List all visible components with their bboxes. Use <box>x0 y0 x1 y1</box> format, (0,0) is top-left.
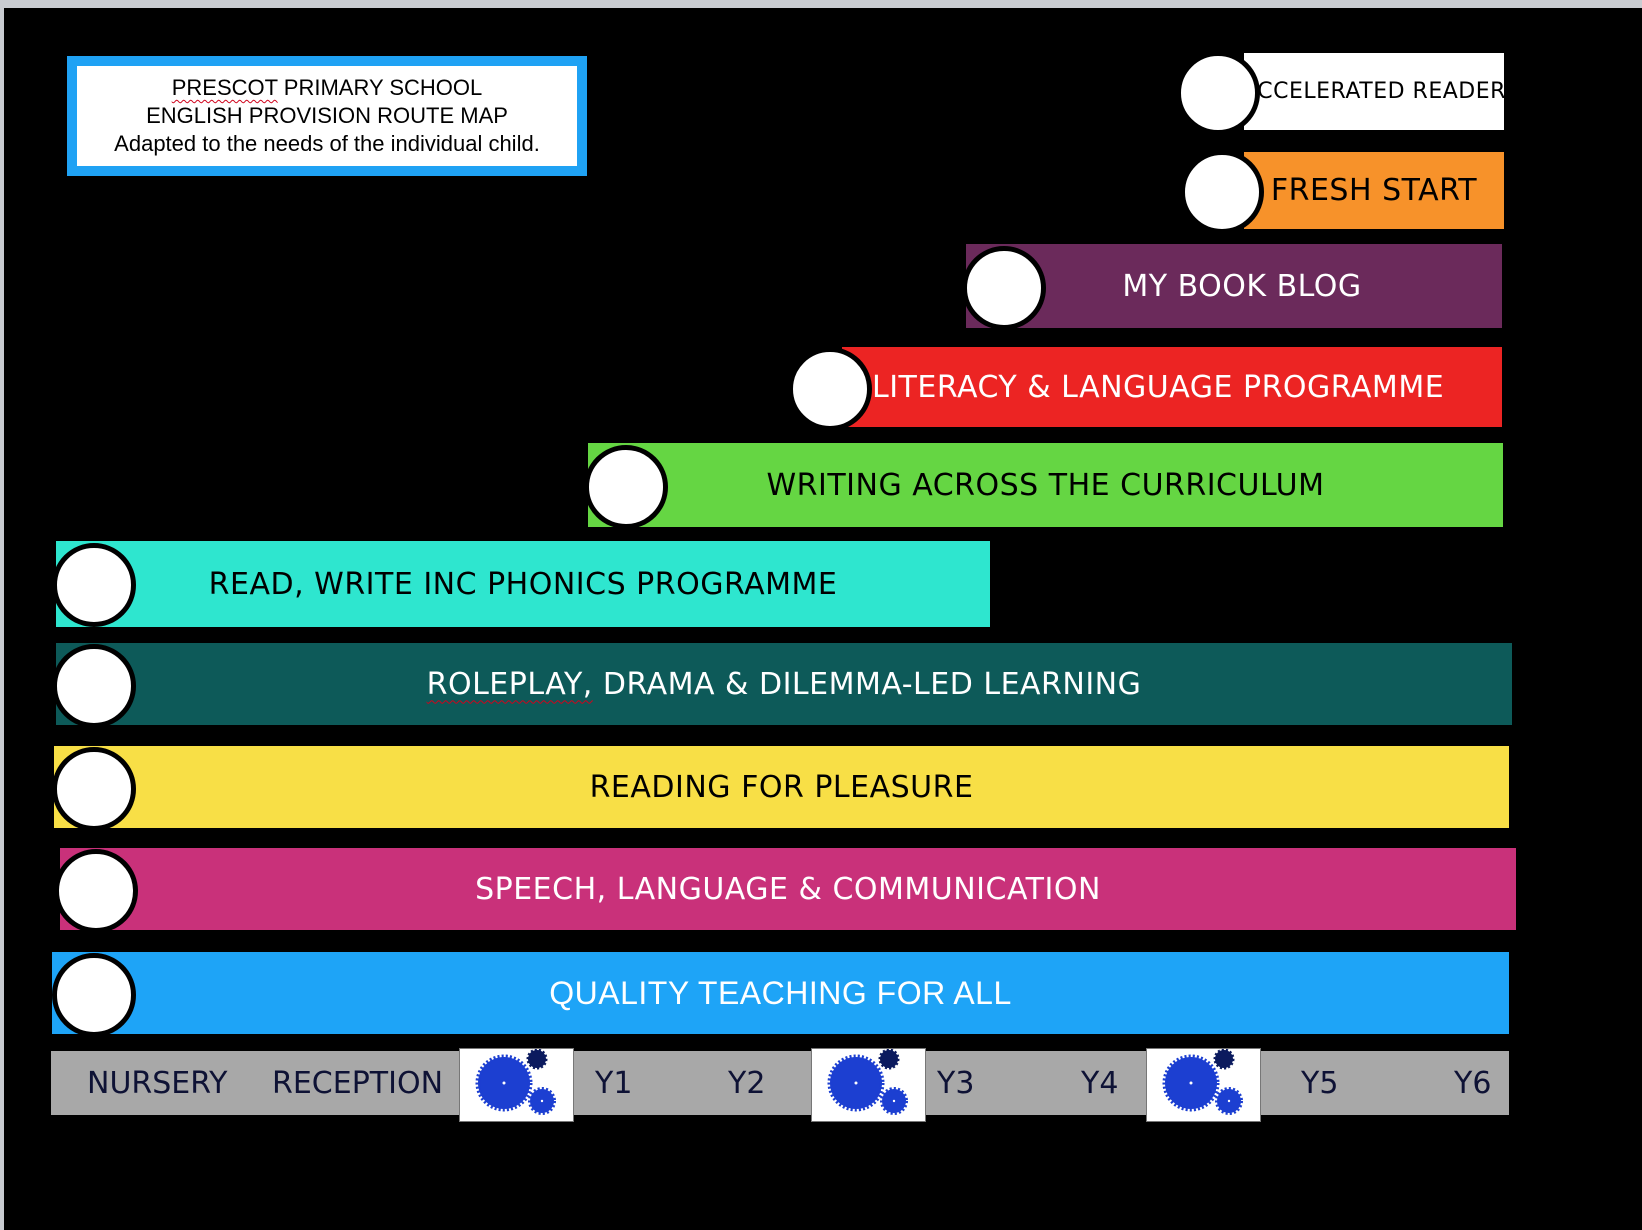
marker-circle <box>52 953 136 1037</box>
year-reception: RECEPTION <box>272 1065 444 1101</box>
marker-circle <box>1176 51 1260 135</box>
bar-label: MY BOOK BLOG <box>1122 268 1362 304</box>
bar-label-squiggle: ROLEPLAY, <box>426 666 593 702</box>
bar-reading-for-pleasure: READING FOR PLEASURE <box>54 746 1509 828</box>
year-y3: Y3 <box>937 1065 975 1101</box>
gear-box-2 <box>811 1048 926 1122</box>
bar-writing-across-curriculum: WRITING ACROSS THE CURRICULUM <box>588 443 1503 527</box>
year-timeline: NURSERY RECEPTION Y1 Y2 <box>51 1048 1509 1122</box>
bar-label: LITERACY & LANGUAGE PROGRAMME <box>872 369 1445 405</box>
year-nursery: NURSERY <box>87 1065 228 1101</box>
bar-label: ACCELERATED READER <box>1242 79 1506 104</box>
bar-fresh-start: FRESH START <box>1244 152 1504 229</box>
marker-circle <box>54 849 138 933</box>
bar-label: READ, WRITE INC PHONICS PROGRAMME <box>208 566 838 602</box>
bar-label-rest: DRAMA & DILEMMA-LED LEARNING <box>592 666 1142 702</box>
bar-accelerated-reader: ACCELERATED READER <box>1242 53 1506 130</box>
year-y5: Y5 <box>1301 1065 1339 1101</box>
gears-icon <box>1162 1049 1243 1115</box>
marker-circle <box>52 543 136 627</box>
bar-my-book-blog: MY BOOK BLOG <box>966 244 1502 328</box>
title-school-name: PRESCOT <box>171 75 278 100</box>
gears-icon <box>475 1049 556 1115</box>
marker-circle <box>584 445 668 529</box>
year-y6: Y6 <box>1454 1065 1492 1101</box>
bar-quality-teaching: QUALITY TEACHING FOR ALL <box>52 952 1509 1034</box>
year-y2: Y2 <box>728 1065 766 1101</box>
marker-circle <box>52 747 136 831</box>
gear-box-3 <box>1146 1048 1261 1122</box>
title-line-3: Adapted to the needs of the individual c… <box>114 131 540 156</box>
bar-read-write-inc: READ, WRITE INC PHONICS PROGRAMME <box>56 541 990 627</box>
gears-icon <box>827 1049 908 1115</box>
marker-circle <box>788 347 872 431</box>
marker-circle <box>52 644 136 728</box>
year-y4: Y4 <box>1081 1065 1119 1101</box>
bar-literacy-language: LITERACY & LANGUAGE PROGRAMME <box>842 347 1502 427</box>
bar-speech-language: SPEECH, LANGUAGE & COMMUNICATION <box>60 848 1516 930</box>
bar-label: WRITING ACROSS THE CURRICULUM <box>766 467 1325 503</box>
title-line-1: PRESCOT PRIMARY SCHOOL <box>172 74 483 102</box>
bar-label: ROLEPLAY, DRAMA & DILEMMA-LED LEARNING <box>427 667 1142 702</box>
bar-roleplay-drama: ROLEPLAY, DRAMA & DILEMMA-LED LEARNING <box>56 643 1512 725</box>
bar-label: READING FOR PLEASURE <box>589 769 974 805</box>
route-map-slide: PRESCOT PRIMARY SCHOOL ENGLISH PROVISION… <box>4 8 1642 1230</box>
bar-label: FRESH START <box>1270 173 1478 208</box>
gear-box-1 <box>459 1048 574 1122</box>
title-line-1-rest: PRIMARY SCHOOL <box>277 75 483 100</box>
bar-label: QUALITY TEACHING FOR ALL <box>549 974 1012 1011</box>
year-y1: Y1 <box>595 1065 633 1101</box>
title-box: PRESCOT PRIMARY SCHOOL ENGLISH PROVISION… <box>67 56 587 176</box>
title-line-2: ENGLISH PROVISION ROUTE MAP <box>146 103 508 128</box>
marker-circle <box>962 246 1046 330</box>
marker-circle <box>1180 150 1264 234</box>
bar-label: SPEECH, LANGUAGE & COMMUNICATION <box>475 871 1101 907</box>
